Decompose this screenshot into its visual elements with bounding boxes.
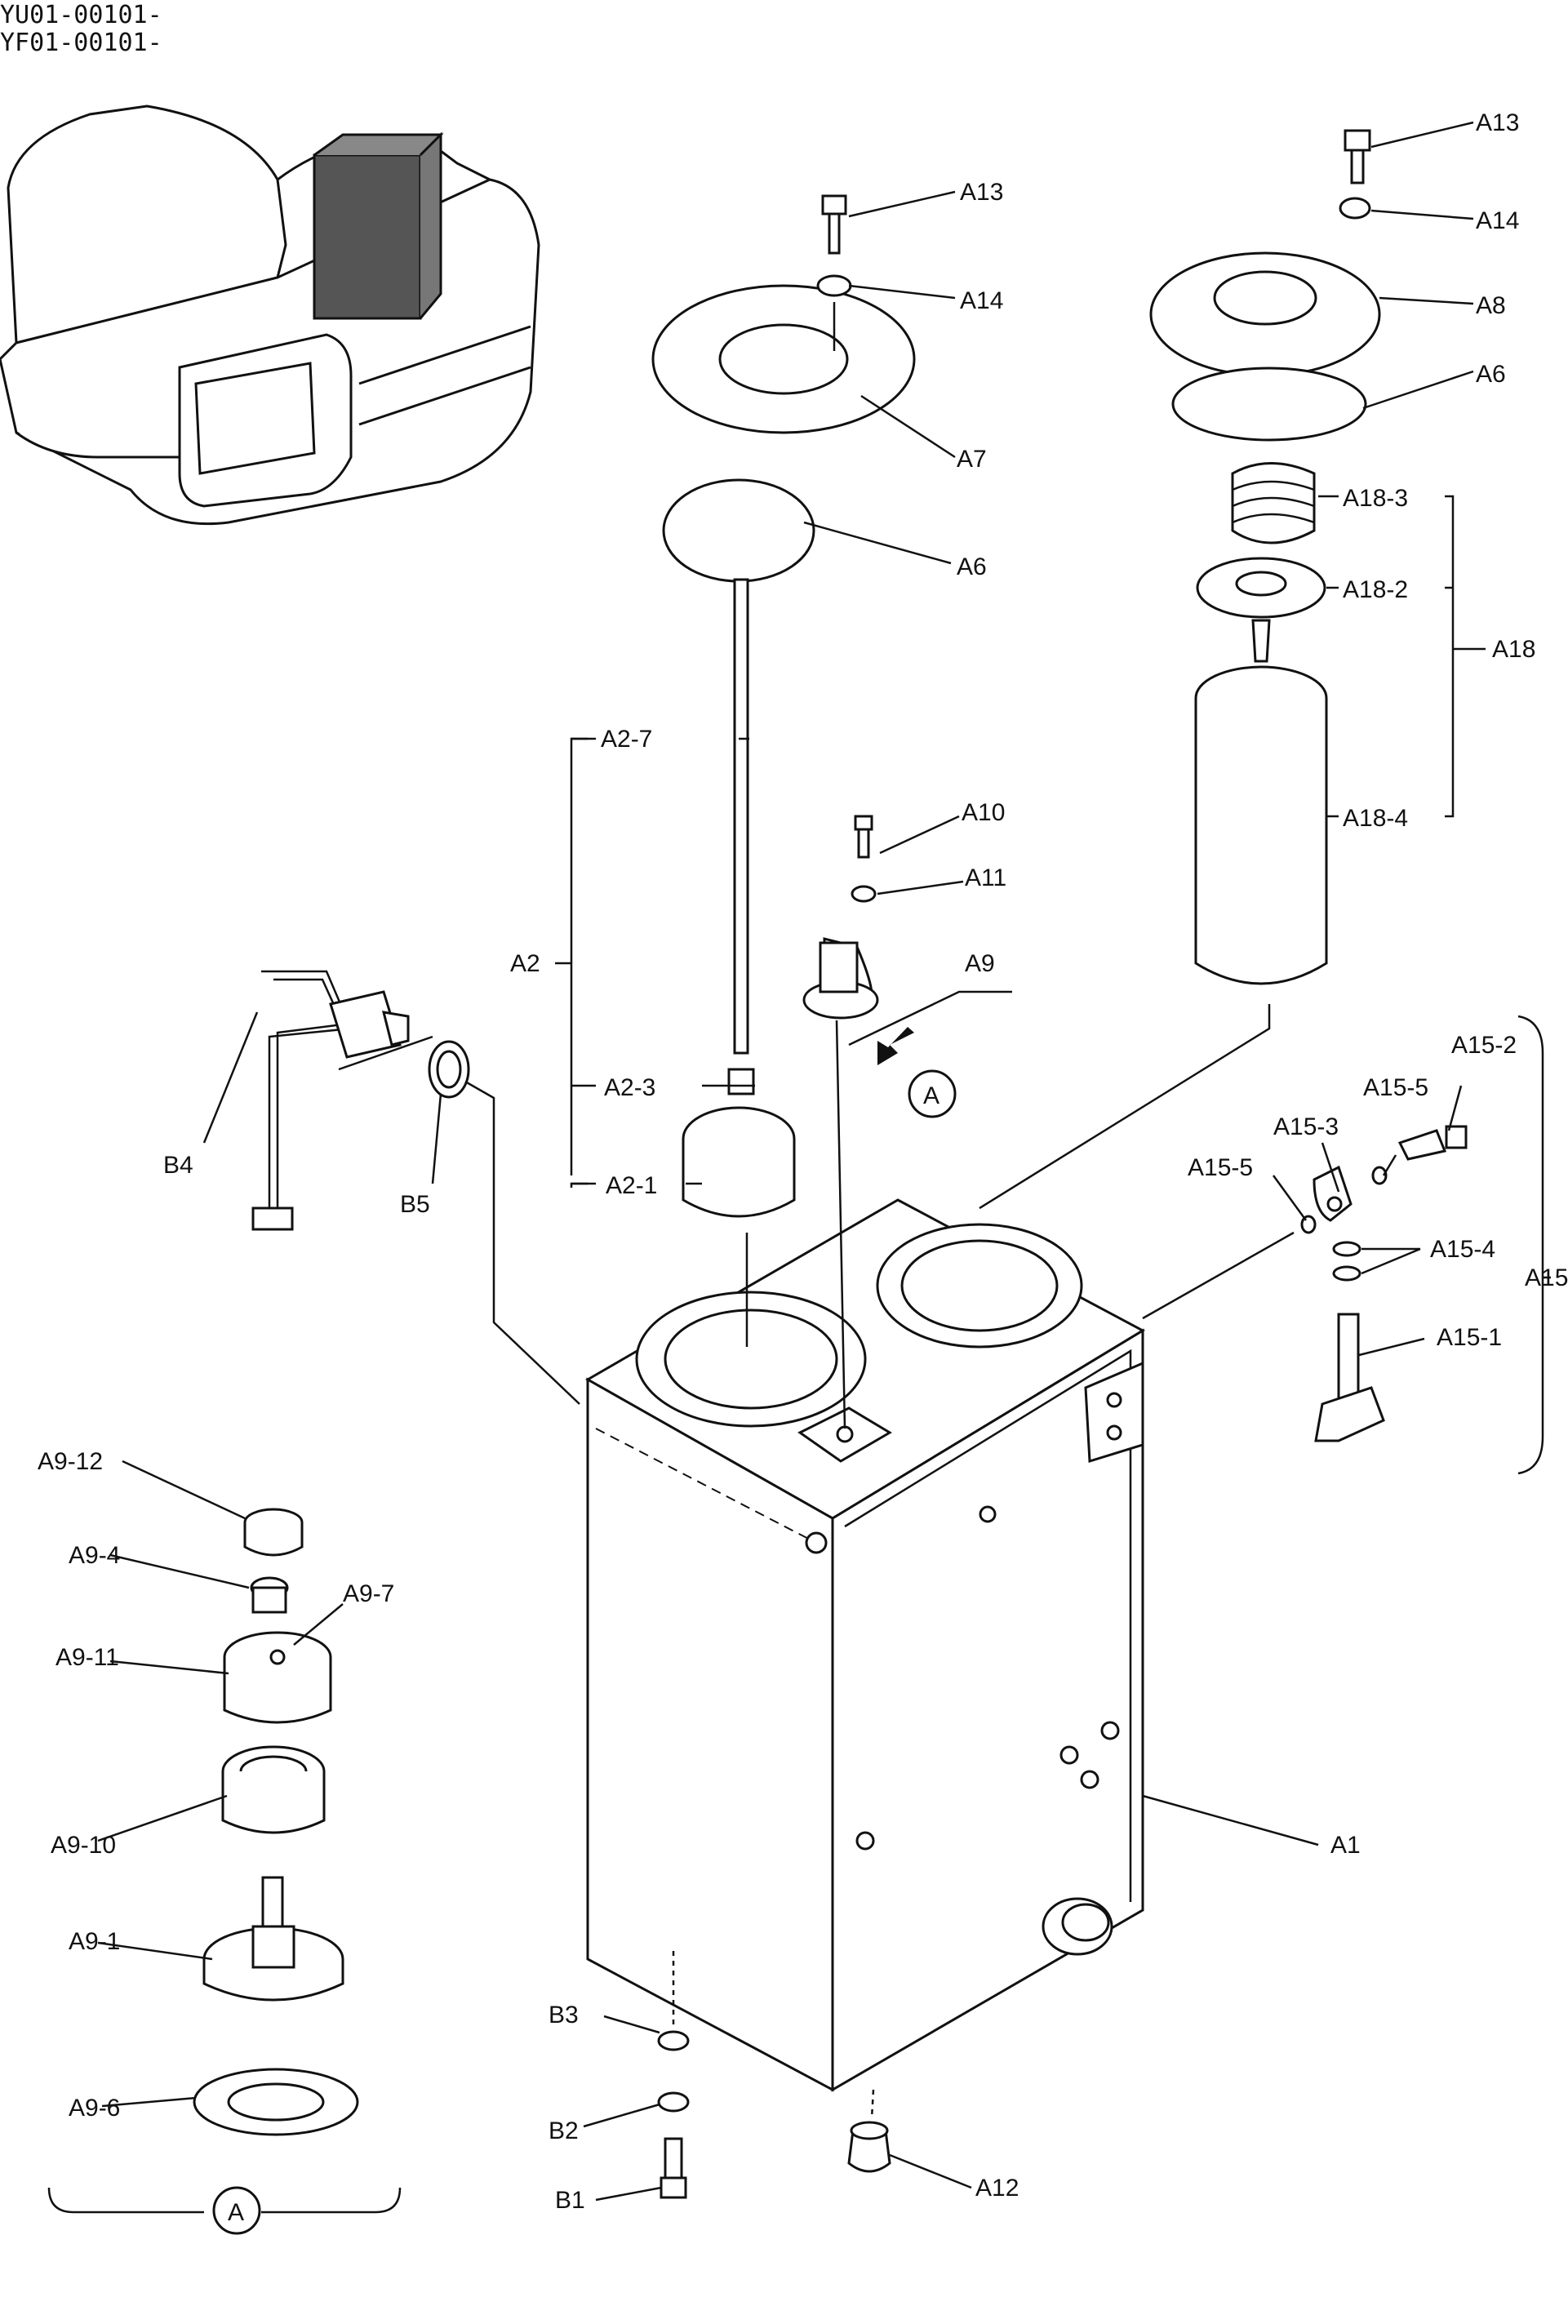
level-sensor — [251, 970, 580, 1405]
serial-number-2: YF01-00101- — [0, 29, 162, 57]
label-a15-4: A15-4 — [1430, 1236, 1495, 1263]
label-a9-10: A9-10 — [51, 1832, 116, 1859]
label-b3: B3 — [549, 2002, 579, 2029]
label-a2-7: A2-7 — [601, 726, 652, 753]
label-a13-right: A13 — [1476, 109, 1519, 136]
label-a11: A11 — [965, 864, 1006, 891]
label-a9-1: A9-1 — [69, 1928, 120, 1955]
machine-overview-illustration — [0, 104, 540, 526]
view-a-detail-letter: A — [228, 2199, 244, 2226]
view-a-detail-caption: A — [212, 2186, 261, 2235]
grouping-brackets — [555, 495, 1551, 1475]
label-a18-3: A18-3 — [1343, 485, 1408, 512]
label-a9-12: A9-12 — [38, 1448, 103, 1475]
strainer-assembly — [651, 194, 916, 1347]
label-a14-left: A14 — [960, 287, 1003, 314]
label-a2-1: A2-1 — [606, 1172, 657, 1199]
label-b2: B2 — [549, 2117, 579, 2144]
label-a14-right: A14 — [1476, 207, 1519, 234]
pressure-switch — [802, 815, 914, 1429]
view-a-marker: A — [908, 1069, 957, 1118]
label-a15-5-upper: A15-5 — [1363, 1074, 1428, 1101]
label-a18-2: A18-2 — [1343, 576, 1408, 603]
label-a2-3: A2-3 — [604, 1074, 655, 1101]
return-filter-assembly — [979, 129, 1381, 1210]
label-a15-3: A15-3 — [1273, 1113, 1339, 1140]
part-labels: A1 A2 A2-1 A2-3 A2-7 A6 A6 A7 A8 A9 A10 … — [38, 109, 1568, 2214]
bottom-fasteners — [657, 1951, 891, 2199]
label-a15-1: A15-1 — [1437, 1324, 1502, 1351]
label-a8: A8 — [1476, 292, 1506, 319]
label-a1: A1 — [1330, 1832, 1361, 1859]
label-a18: A18 — [1492, 636, 1535, 663]
label-a9-4: A9-4 — [69, 1542, 120, 1569]
label-a9-11: A9-11 — [56, 1644, 119, 1671]
view-a-marker-letter: A — [923, 1082, 939, 1109]
drain-valve-parts — [1142, 1125, 1468, 1442]
label-a9-7: A9-7 — [343, 1580, 394, 1607]
label-a15-2: A15-2 — [1451, 1032, 1517, 1059]
detail-view-a — [47, 1508, 402, 2214]
label-a9: A9 — [965, 950, 995, 977]
hydraulic-tank — [584, 1198, 1146, 2092]
label-b5: B5 — [400, 1191, 430, 1218]
label-a9-6: A9-6 — [69, 2095, 120, 2122]
label-a12: A12 — [975, 2175, 1019, 2202]
leader-lines — [97, 121, 1474, 2202]
label-a18-4: A18-4 — [1343, 805, 1408, 832]
label-a15-5-lower: A15-5 — [1188, 1154, 1253, 1181]
label-b1: B1 — [555, 2187, 585, 2214]
serial-number-1: YU01-00101- — [0, 1, 162, 29]
label-a15: A15 — [1525, 1264, 1568, 1291]
label-a6-right: A6 — [1476, 361, 1506, 388]
label-a2: A2 — [510, 950, 540, 977]
label-b4: B4 — [163, 1152, 193, 1179]
label-a13-left: A13 — [960, 179, 1003, 206]
label-a7: A7 — [957, 446, 987, 473]
label-a10: A10 — [962, 799, 1005, 826]
label-a6-left: A6 — [957, 553, 987, 580]
